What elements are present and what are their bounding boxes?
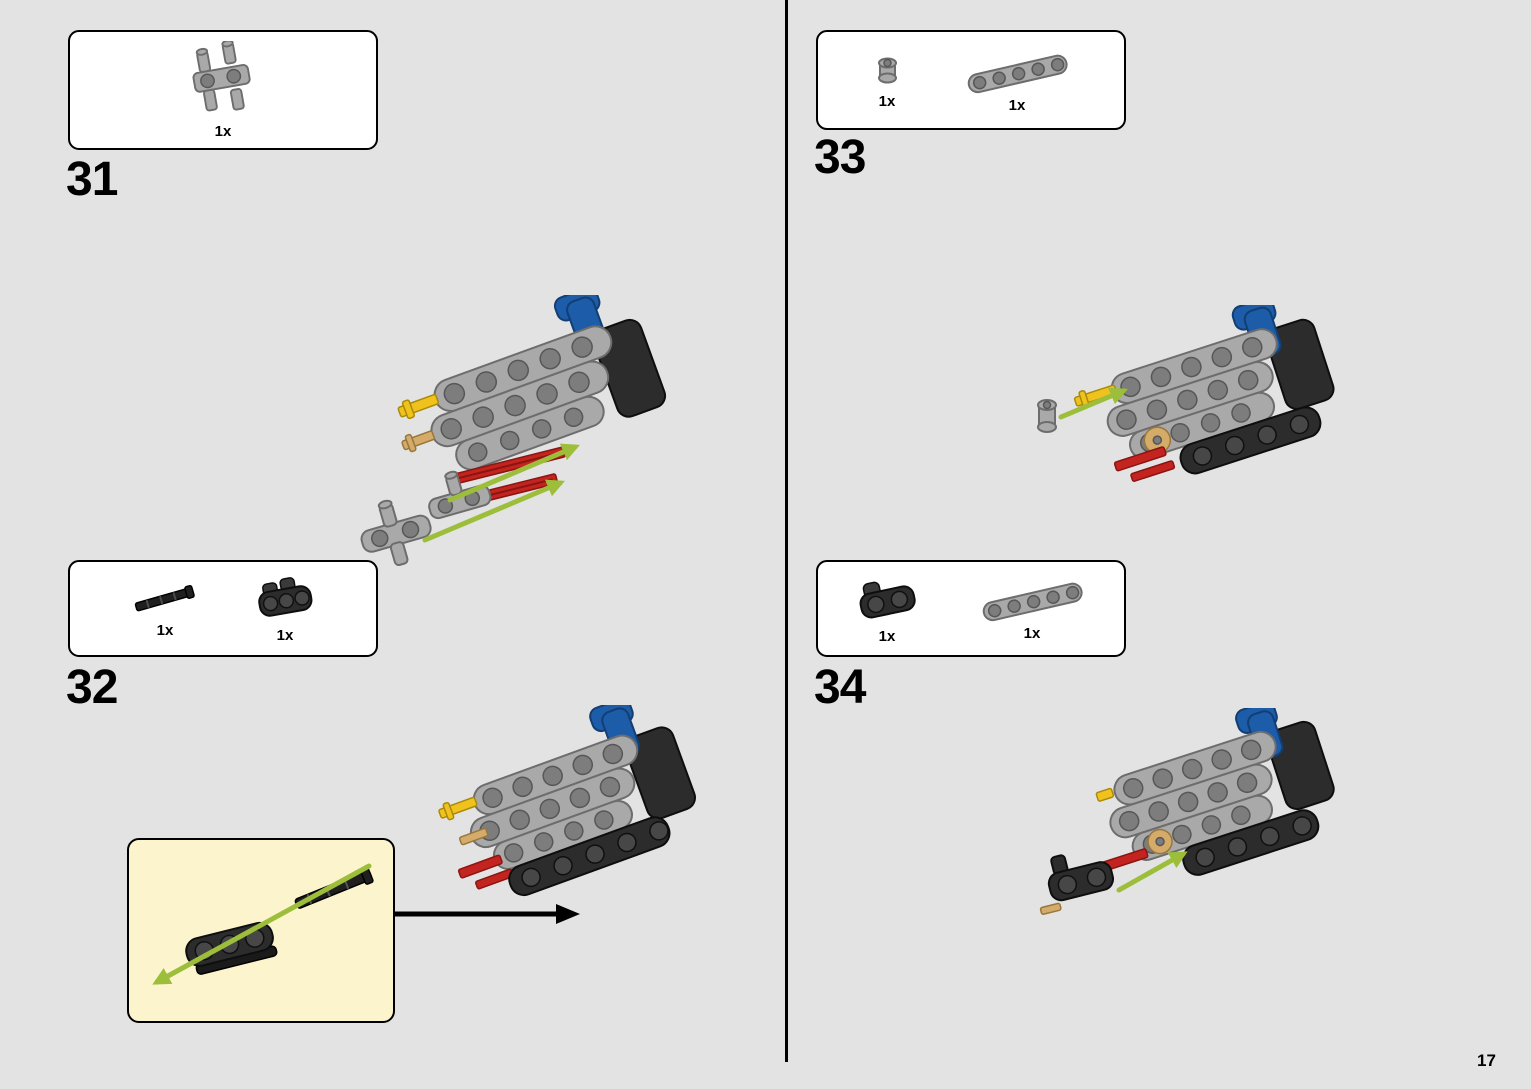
step-32-callout [127,838,395,1023]
axle-3l-black-part [294,866,374,909]
step-number-32: 32 [66,661,118,714]
step-31-parts-box: 1x [68,30,378,150]
green-arrow [1116,851,1188,893]
callout-pointer-arrow [395,904,580,924]
step-33-part-1: 1x [867,51,907,110]
step-34-assembly-illustration [1039,708,1335,915]
perpendicular-pin-connector-icon [192,40,251,111]
gray-connector-subassembly [360,470,492,567]
beam-cluster [1095,708,1335,876]
beam-cluster [397,295,667,471]
axle-pin-connector-black-icon [859,581,916,619]
axle-3l-black-icon [134,584,195,612]
part-quantity: 1x [276,627,294,644]
step-32-parts-box: 1x 1x [68,560,378,657]
step-number-34: 34 [814,661,866,714]
axle-pin-connector-black-part [1039,854,1115,915]
step-32-part-1: 1x [129,578,201,639]
step-33-part-2: 1x [959,47,1075,114]
step-34-part-2: 1x [974,575,1090,642]
part-quantity: 1x [214,122,232,140]
step-32-part-2: 1x [253,573,317,644]
column-divider [785,0,788,1062]
thin-liftarm-5l-gray-icon [967,54,1068,93]
beam-cluster [1073,305,1335,482]
part-quantity: 1x [878,628,896,645]
green-arrows [422,443,580,543]
pin-connector-block-black-part [185,921,278,975]
part-quantity: 1x [1023,625,1041,642]
step-number-33: 33 [814,131,866,184]
step-33-assembly-illustration [1037,305,1335,482]
step-31-part: 1x [183,40,263,140]
green-arrow [1058,387,1128,420]
part-quantity: 1x [156,622,174,639]
step-33-parts-box: 1x 1x [816,30,1126,130]
pin-connector-block-black-icon [258,577,313,617]
part-quantity: 1x [878,92,896,110]
part-quantity: 1x [1008,96,1026,114]
step-34-part-1: 1x [852,572,922,645]
page-number: 17 [1477,1051,1496,1070]
step-32-assembly-illustration [438,705,696,897]
thin-liftarm-5l-gray-icon [982,582,1083,622]
half-bush-gray-icon [878,57,897,83]
step-31-assembly-illustration [360,295,667,567]
step-34-parts-box: 1x 1x [816,560,1126,657]
step-32-callout-illustration [152,863,374,985]
step-number-31: 31 [66,153,118,206]
beam-cluster [438,705,696,897]
green-arrow [152,863,372,985]
half-bush-part [1037,399,1057,433]
